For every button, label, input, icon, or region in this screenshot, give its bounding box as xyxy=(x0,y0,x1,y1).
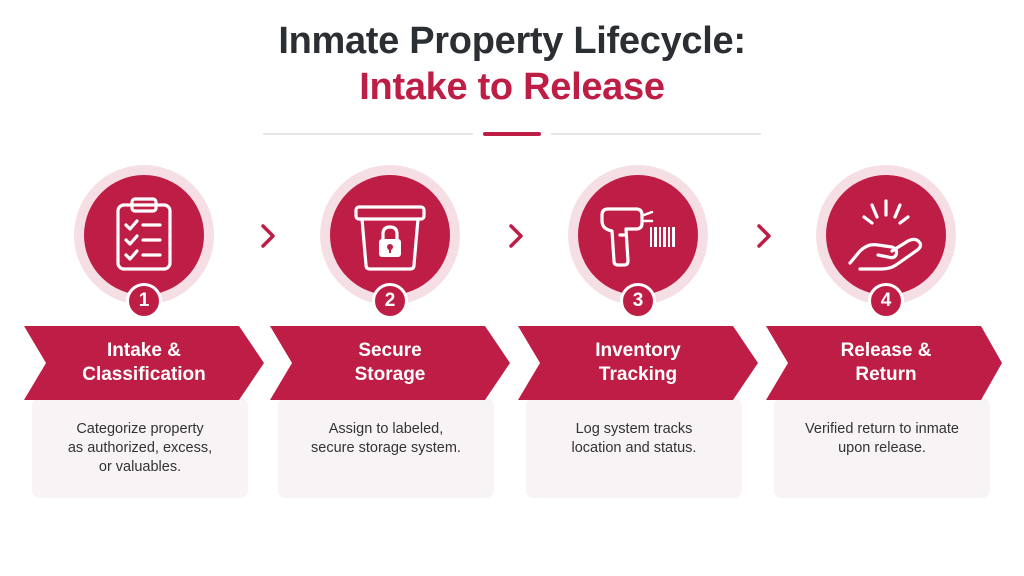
step-4-label: Release & Return xyxy=(766,326,1006,400)
step-3-circle xyxy=(578,175,698,295)
step-4-description-card xyxy=(774,398,990,498)
step-4-description: Verified return to inmate upon release. xyxy=(774,420,990,458)
step-4-number-badge: 4 xyxy=(868,283,904,319)
step-3-banner xyxy=(518,326,758,400)
step-3-description: Log system tracks location and status. xyxy=(526,420,742,458)
step-1-label-line-2: Classification xyxy=(82,364,206,385)
title-divider-accent xyxy=(483,132,541,136)
step-4-label-line-2: Return xyxy=(855,364,917,385)
step-2-number-badge: 2 xyxy=(372,283,408,319)
step-1-circle xyxy=(84,175,204,295)
step-4-label-line-1: Release & xyxy=(840,340,932,361)
step-4-circle xyxy=(826,175,946,295)
step-1-number-badge: 1 xyxy=(126,283,162,319)
open-hand-icon xyxy=(848,199,923,271)
title-line-2: Intake to Release xyxy=(359,65,665,108)
step-4-banner xyxy=(766,326,1006,400)
chevron-right-icon xyxy=(509,224,523,248)
title-divider-right xyxy=(551,133,761,135)
title-line-1: Inmate Property Lifecycle: xyxy=(278,20,746,62)
step-1-label: Intake & Classification xyxy=(24,326,264,400)
step-1: 1 Intake & Classification Categorize pro… xyxy=(24,0,264,576)
step-3-description-line-1: Log system tracks xyxy=(575,421,693,437)
step-2-description: Assign to labeled, secure storage system… xyxy=(278,420,494,458)
step-4-description-line-1: Verified return to inmate xyxy=(805,421,959,437)
step-3-description-card xyxy=(526,398,742,498)
step-2: 2 Secure Storage Assign to labeled, secu… xyxy=(270,0,510,576)
step-3-label-line-1: Inventory xyxy=(595,340,681,361)
step-4: 4 Release & Return Verified return to in… xyxy=(766,0,1006,576)
clipboard-checklist-icon xyxy=(116,197,172,271)
barcode-scanner-icon xyxy=(600,207,675,267)
step-4-description-line-2: upon release. xyxy=(838,440,926,456)
step-3-label-line-2: Tracking xyxy=(598,364,678,385)
step-2-description-line-1: Assign to labeled, xyxy=(328,421,444,437)
step-3-label: Inventory Tracking xyxy=(518,326,758,400)
title-divider-left xyxy=(263,133,473,135)
step-3: 3 Inventory Tracking Log system tracks l… xyxy=(518,0,758,576)
step-2-description-line-2: secure storage system. xyxy=(311,440,461,456)
chevron-right-icon xyxy=(261,224,275,248)
locked-storage-bin-icon xyxy=(354,205,426,271)
step-2-label-line-2: Storage xyxy=(354,364,426,385)
step-1-label-line-1: Intake & xyxy=(107,340,181,361)
step-1-description-line-2: as authorized, excess, xyxy=(67,440,213,456)
step-1-description-line-3: or valuables. xyxy=(98,459,182,475)
step-2-banner xyxy=(270,326,510,400)
step-2-circle xyxy=(330,175,450,295)
chevron-right-icon xyxy=(757,224,771,248)
step-2-label-line-1: Secure xyxy=(358,340,422,361)
step-2-description-card xyxy=(278,398,494,498)
step-2-label: Secure Storage xyxy=(270,326,510,400)
step-1-description: Categorize property as authorized, exces… xyxy=(32,420,248,477)
step-3-description-line-2: location and status. xyxy=(571,440,697,456)
step-3-number-badge: 3 xyxy=(620,283,656,319)
page-title: Inmate Property Lifecycle: Intake to Rel… xyxy=(0,20,1024,108)
step-1-description-card xyxy=(32,398,248,498)
step-1-banner xyxy=(24,326,264,400)
step-1-description-line-1: Categorize property xyxy=(76,421,204,437)
